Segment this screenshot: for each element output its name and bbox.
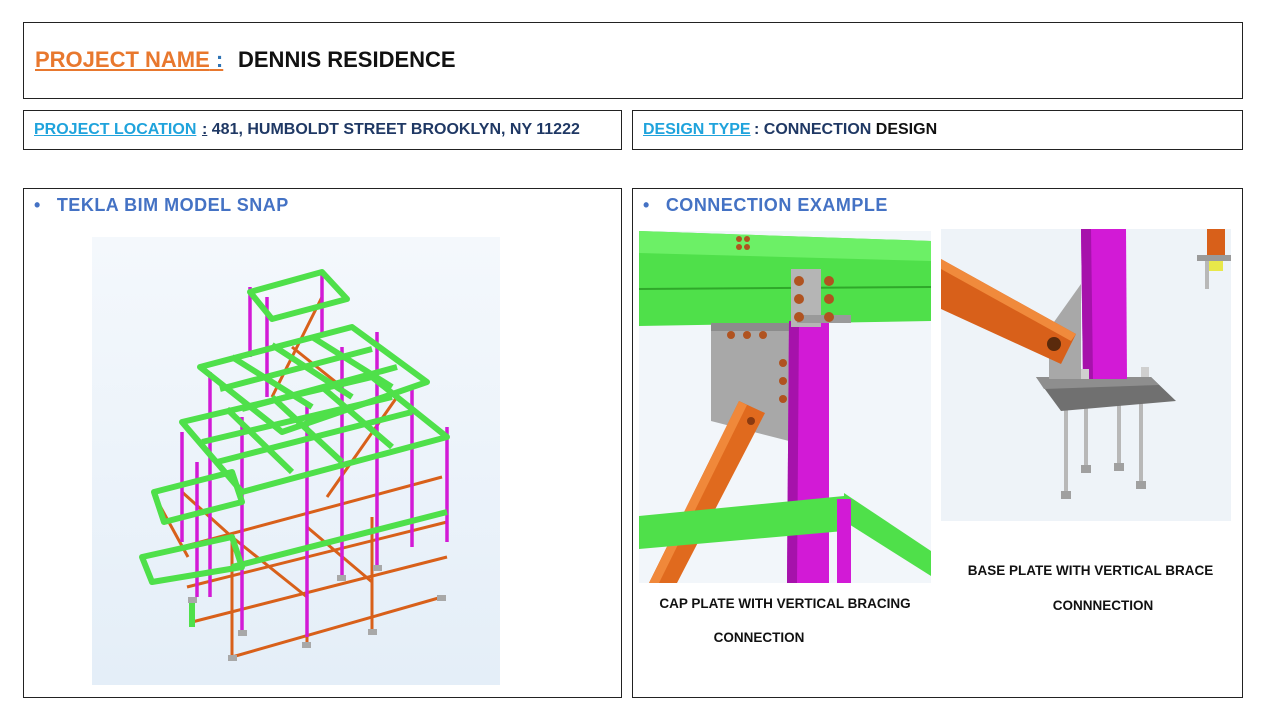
design-type-value: : CONNECTION DESIGN xyxy=(754,121,938,138)
cap-plate-connection-image xyxy=(638,231,932,583)
design-type-box: DESIGN TYPE : CONNECTION DESIGN xyxy=(632,110,1243,150)
cap-plate-caption-line1: CAP PLATE WITH VERTICAL BRACING xyxy=(659,596,911,611)
connection-example-panel: •CONNECTION EXAMPLE xyxy=(632,188,1243,698)
base-plate-caption-line1: BASE PLATE WITH VERTICAL BRACE xyxy=(967,563,1214,578)
project-location-value: : 481, HUMBOLDT STREET BROOKLYN, NY 1122… xyxy=(202,121,580,138)
cap-plate-caption-line2: CONNECTION xyxy=(713,630,805,645)
base-plate-connection-image xyxy=(941,229,1231,521)
project-name-value: DENNIS RESIDENCE xyxy=(238,47,456,72)
project-location-box: PROJECT LOCATION : 481, HUMBOLDT STREET … xyxy=(23,110,622,150)
design-type-label: DESIGN TYPE xyxy=(643,121,751,138)
base-plate-caption-line2: CONNNECTION xyxy=(1052,598,1154,613)
connection-example-heading: •CONNECTION EXAMPLE xyxy=(643,195,888,215)
project-name-label: PROJECT NAME : xyxy=(35,47,224,72)
bim-model-heading: •TEKLA BIM MODEL SNAP xyxy=(34,195,289,215)
project-location-label: PROJECT LOCATION xyxy=(34,121,197,138)
bim-model-panel: •TEKLA BIM MODEL SNAP xyxy=(23,188,622,698)
bim-model-image xyxy=(92,237,500,685)
project-name-box: PROJECT NAME : DENNIS RESIDENCE xyxy=(23,22,1243,99)
